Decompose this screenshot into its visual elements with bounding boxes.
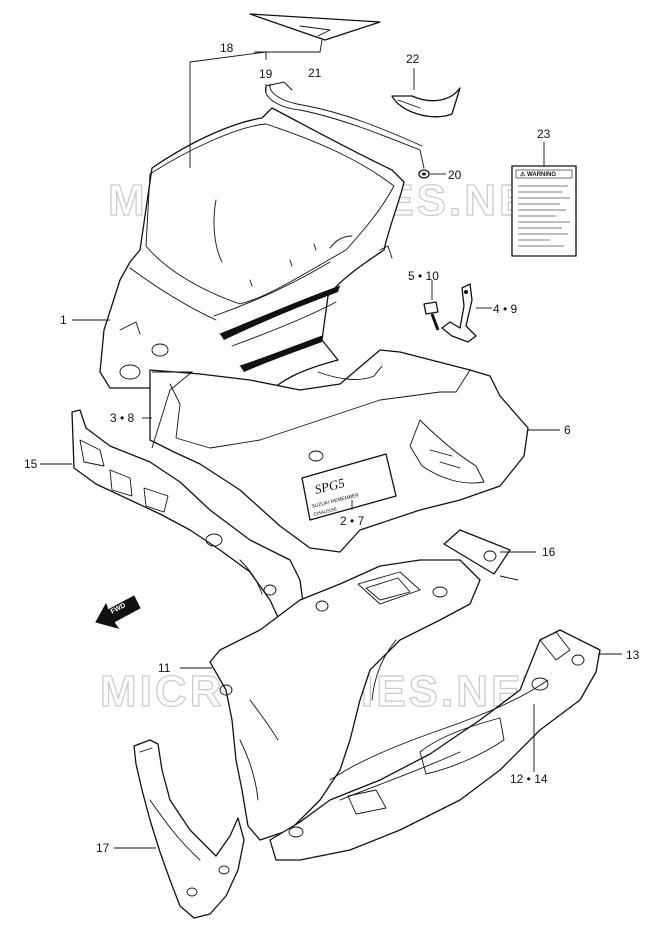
callout-11: 11 [158,661,171,675]
callout-12-14: 12 • 14 [510,772,548,786]
part-11-lower-fairing [209,559,481,841]
callout-4-9: 4 • 9 [493,302,518,316]
callout-23: 23 [537,127,551,141]
decal-line2: CHAUSSE [313,506,339,518]
callout-1: 1 [60,313,67,327]
part-17-side-strip [133,739,245,919]
part-16-small-panel [443,529,511,575]
callout-21: 21 [308,66,322,80]
callout-13: 13 [626,648,640,662]
part-2-7-decal: SPG5 SUZUKI REMEMBER CHAUSSE [301,453,397,521]
part-5-10-screw [423,301,440,333]
callout-18: 18 [220,41,234,55]
part-6-side-panel [149,349,529,553]
part-1-upper-cowling [99,107,405,441]
decal-logo: SPG5 [313,475,347,497]
callout-6: 6 [564,423,571,437]
callout-16: 16 [542,545,556,559]
leader-lines [40,39,622,849]
warning-title: ⚠ WARNING [520,171,556,178]
part-13-under-cowling [269,629,601,861]
callout-2-7: 2 • 7 [340,514,365,528]
callout-22: 22 [406,52,420,66]
callout-15: 15 [24,457,38,471]
callout-labels: 21 18 19 22 20 23 1 5 • 10 4 • 9 3 • 8 6… [24,41,640,855]
callout-17: 17 [96,841,110,855]
callout-3-8: 3 • 8 [110,411,135,425]
fwd-arrow-icon: FWD [95,595,141,629]
callout-20: 20 [448,168,462,182]
callout-5-10: 5 • 10 [408,269,439,283]
part-19-seal [265,81,425,169]
part-4-9-stay [441,283,477,343]
part-22-bracket [391,87,461,118]
part-20-grommet [418,169,430,179]
part-21-trim [249,13,381,41]
part-23-warning-label: ⚠ WARNING [511,165,577,257]
callout-19: 19 [259,67,273,81]
